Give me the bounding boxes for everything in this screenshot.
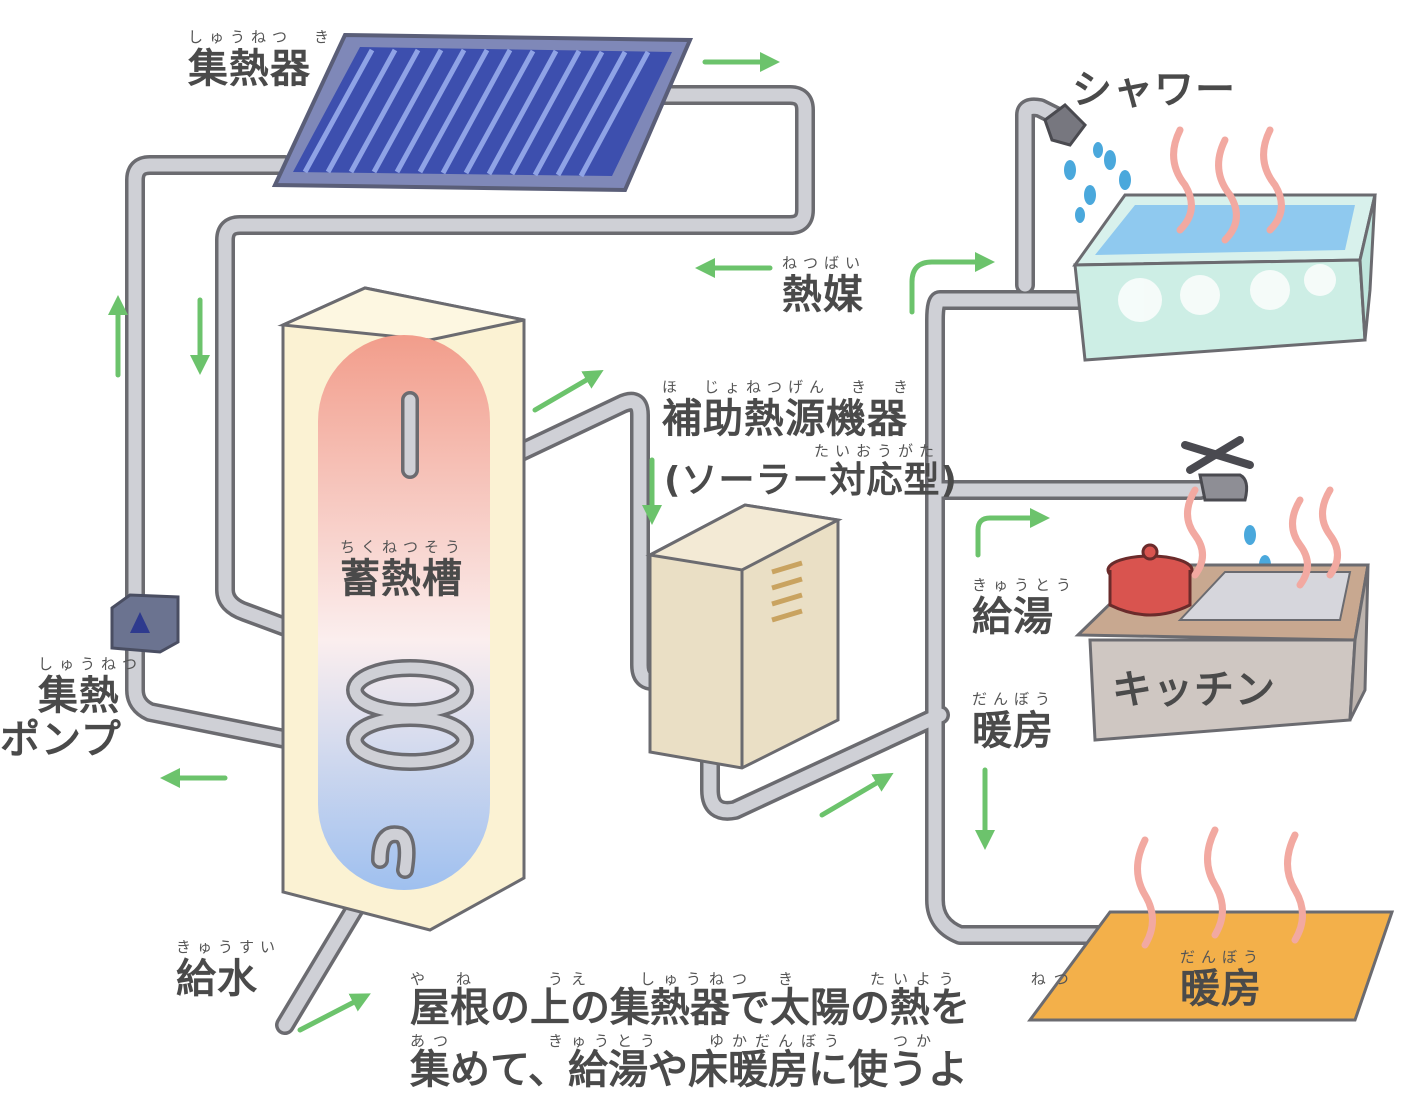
bathtub — [1072, 193, 1377, 362]
floor-heating-label-text: 暖房 — [1180, 966, 1262, 1012]
heat-exchange-coil — [346, 391, 474, 879]
solar-collector-panel — [271, 32, 694, 193]
storage-tank-label-text: 蓄熱槽 — [340, 556, 463, 602]
kitchen-label-text: キッチン — [1112, 667, 1276, 713]
heating-line-label-ruby: だんぼう — [972, 690, 1057, 708]
heating-line-label-text: 暖房 — [972, 708, 1054, 754]
caption-line2-ruby: あつ きゅうとう ゆかだんぼう つか — [410, 1032, 940, 1050]
aux-heater-label-ruby: ほ じょねつげん き き — [662, 378, 915, 396]
aux-heater-type-ruby: たいおうがた — [814, 442, 941, 460]
caption-line2: 集めて、給湯や床暖房に使うよ — [410, 1047, 968, 1093]
medium-label-ruby: ねつばい — [782, 254, 867, 272]
hot-water-label-ruby: きゅうとう — [972, 576, 1078, 594]
collector-label-ruby: しゅうねつ き — [188, 28, 336, 46]
medium-label-text: 熱媒 — [782, 272, 864, 318]
water-supply-label: きゅうすい 給水 — [176, 938, 282, 1002]
water-supply-label-text: 給水 — [176, 956, 258, 1002]
caption-line1-ruby: や ね うえ しゅうねつ き たいよう ねつ — [410, 970, 1077, 988]
floor-heating-panel — [1027, 910, 1395, 1022]
aux-heater-type-text: (ソーラー対応型) — [664, 460, 958, 501]
storage-tank-label-ruby: ちくねつそう — [340, 538, 467, 556]
shower-label: シャワー — [1072, 70, 1236, 110]
storage-tank-label: ちくねつそう 蓄熱槽 — [340, 538, 467, 602]
floor-heating-label-ruby: だんぼう — [1180, 948, 1265, 966]
aux-heater-label: ほ じょねつげん き き 補助熱源機器 — [662, 378, 915, 442]
hot-water-label-text: 給湯 — [972, 594, 1054, 640]
heating-line-label: だんぼう 暖房 — [972, 690, 1057, 754]
hot-water-label: きゅうとう 給湯 — [972, 576, 1078, 640]
aux-heater-label-text: 補助熱源機器 — [662, 396, 908, 442]
pump-label: しゅうねつ 集熱 ポンプ — [0, 655, 144, 763]
diagram-caption: や ね うえ しゅうねつ き たいよう ねつ 屋根の上の集熱器で太陽の熱を あつ… — [410, 968, 1077, 1092]
floor-heating-label: だんぼう 暖房 — [1180, 948, 1265, 1012]
water-supply-label-ruby: きゅうすい — [176, 938, 282, 956]
collector-pump — [110, 593, 180, 654]
cooking-pot — [1106, 543, 1194, 617]
medium-label: ねつばい 熱媒 — [782, 254, 867, 318]
shower-head — [1043, 103, 1131, 223]
pump-label-text2: ポンプ — [0, 717, 122, 763]
kitchen-label: キッチン — [1112, 670, 1276, 710]
flow-arrows — [108, 52, 1050, 1033]
collector-label: しゅうねつ き 集熱器 — [188, 28, 336, 92]
steam — [1134, 126, 1341, 949]
collector-label-text: 集熱器 — [188, 46, 311, 92]
shower-label-text: シャワー — [1072, 67, 1236, 113]
aux-heater-type-label: たいおうがた (ソーラー対応型) — [664, 444, 958, 499]
pump-label-text: 集熱 — [38, 673, 120, 719]
auxiliary-heater-box — [645, 503, 843, 770]
caption-line1: 屋根の上の集熱器で太陽の熱を — [410, 985, 970, 1031]
pump-label-ruby: しゅうねつ — [38, 655, 144, 673]
